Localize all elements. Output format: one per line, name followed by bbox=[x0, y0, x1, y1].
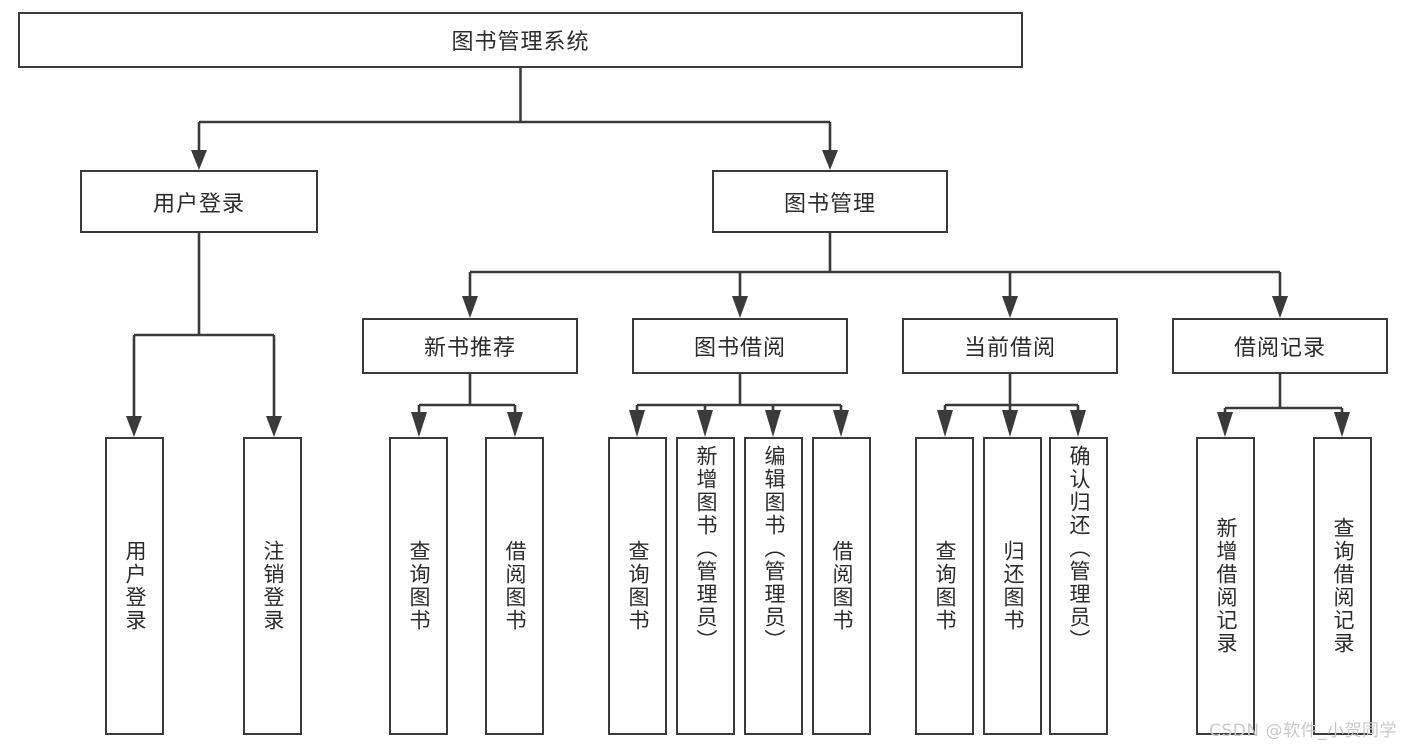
arrowhead-query-book-1 bbox=[411, 412, 427, 437]
node-leaf-logout[interactable]: 注销登录 bbox=[243, 437, 302, 735]
node-leaf-borrow-book-1[interactable]: 借阅图书 bbox=[485, 437, 544, 735]
arrowhead-query-book-3 bbox=[937, 410, 953, 437]
arrowhead-borrow-record bbox=[1272, 296, 1288, 318]
arrowhead-leaf-user-login bbox=[126, 416, 142, 437]
node-leaf-query-book-1[interactable]: 查询图书 bbox=[389, 437, 448, 735]
arrowhead-borrow-book-2 bbox=[833, 410, 849, 437]
node-book-borrow[interactable]: 图书借阅 bbox=[632, 318, 848, 374]
arrowhead-user-login bbox=[191, 150, 207, 170]
arrowhead-add-record bbox=[1217, 412, 1233, 437]
arrowhead-book-management bbox=[822, 150, 838, 170]
node-leaf-user-login[interactable]: 用户登录 bbox=[105, 437, 164, 735]
arrowhead-return-book bbox=[1002, 410, 1018, 437]
node-book-management-label: 图书管理 bbox=[783, 191, 876, 217]
arrowhead-add-book bbox=[697, 410, 713, 437]
arrowhead-book-borrow bbox=[732, 296, 748, 318]
arrowhead-query-book-2 bbox=[629, 410, 645, 437]
node-root-label: 图书管理系统 bbox=[451, 30, 590, 55]
node-leaf-add-book-label: 新增图书（管理员） bbox=[694, 445, 718, 652]
node-leaf-return-book[interactable]: 归还图书 bbox=[983, 437, 1042, 735]
node-leaf-query-record[interactable]: 查询借阅记录 bbox=[1313, 437, 1372, 735]
node-book-management[interactable]: 图书管理 bbox=[712, 170, 948, 233]
arrowhead-leaf-logout bbox=[266, 416, 282, 437]
node-leaf-edit-book[interactable]: 编辑图书（管理员） bbox=[744, 437, 803, 735]
node-leaf-confirm-return-label: 确认归还（管理员） bbox=[1067, 445, 1091, 652]
node-leaf-add-record-label: 新增借阅记录 bbox=[1214, 517, 1238, 655]
arrowhead-edit-book bbox=[765, 410, 781, 437]
node-borrow-record-label: 借阅记录 bbox=[1233, 336, 1326, 361]
node-user-login[interactable]: 用户登录 bbox=[80, 170, 318, 233]
node-leaf-query-book-1-label: 查询图书 bbox=[407, 540, 431, 632]
node-leaf-confirm-return[interactable]: 确认归还（管理员） bbox=[1049, 437, 1108, 735]
node-new-book-recommend-label: 新书推荐 bbox=[423, 336, 516, 361]
node-leaf-add-record[interactable]: 新增借阅记录 bbox=[1196, 437, 1255, 735]
node-leaf-borrow-book-2-label: 借阅图书 bbox=[830, 540, 854, 632]
node-leaf-query-book-3[interactable]: 查询图书 bbox=[915, 437, 974, 735]
node-leaf-query-book-2[interactable]: 查询图书 bbox=[608, 437, 667, 735]
arrowhead-query-record bbox=[1334, 412, 1350, 437]
node-leaf-return-book-label: 归还图书 bbox=[1001, 540, 1025, 632]
node-user-login-label: 用户登录 bbox=[152, 191, 245, 217]
arrowhead-current-borrow bbox=[1002, 296, 1018, 318]
node-leaf-query-record-label: 查询借阅记录 bbox=[1331, 517, 1355, 655]
arrowhead-confirm-return bbox=[1070, 410, 1086, 437]
arrowhead-new-book-recommend bbox=[462, 296, 478, 318]
arrowhead-borrow-book-1 bbox=[507, 412, 523, 437]
node-current-borrow[interactable]: 当前借阅 bbox=[902, 318, 1118, 374]
node-leaf-query-book-2-label: 查询图书 bbox=[626, 540, 650, 632]
node-new-book-recommend[interactable]: 新书推荐 bbox=[362, 318, 578, 374]
node-leaf-borrow-book-2[interactable]: 借阅图书 bbox=[812, 437, 871, 735]
node-leaf-edit-book-label: 编辑图书（管理员） bbox=[762, 445, 786, 652]
node-book-borrow-label: 图书借阅 bbox=[693, 336, 786, 361]
node-root[interactable]: 图书管理系统 bbox=[18, 12, 1023, 68]
node-leaf-query-book-3-label: 查询图书 bbox=[933, 540, 957, 632]
node-leaf-logout-label: 注销登录 bbox=[261, 540, 285, 632]
node-leaf-borrow-book-1-label: 借阅图书 bbox=[503, 540, 527, 632]
node-leaf-user-login-label: 用户登录 bbox=[123, 540, 147, 632]
node-current-borrow-label: 当前借阅 bbox=[963, 336, 1056, 361]
node-borrow-record[interactable]: 借阅记录 bbox=[1172, 318, 1388, 374]
node-leaf-add-book[interactable]: 新增图书（管理员） bbox=[676, 437, 735, 735]
